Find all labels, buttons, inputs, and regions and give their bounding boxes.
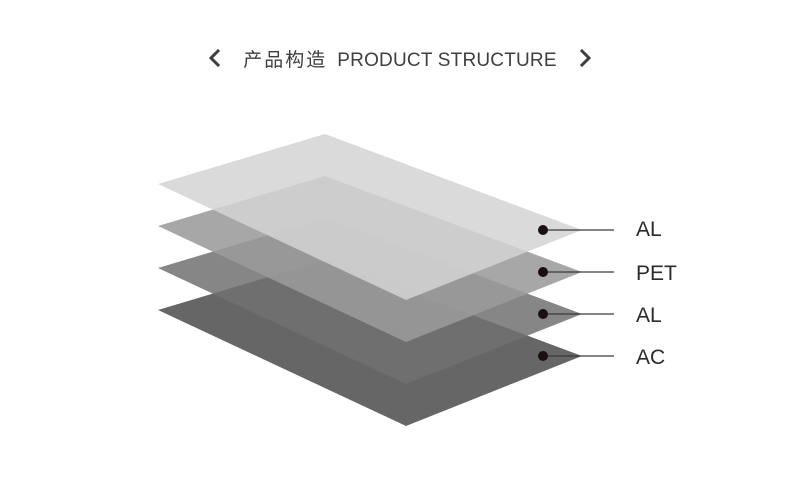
next-button[interactable] [571, 43, 601, 73]
leader-al-lower [538, 309, 614, 319]
leader-ac [538, 351, 614, 361]
marker-dot-icon [538, 309, 548, 319]
layer-label-ac: AC [636, 346, 665, 369]
layer-label-al-top: AL [636, 218, 662, 241]
layer-label-al-lower: AL [636, 304, 662, 327]
prev-button[interactable] [199, 43, 229, 73]
page-title-cn: 产品构造 [243, 48, 328, 71]
leader-al-top [538, 225, 614, 235]
marker-dot-icon [538, 351, 548, 361]
page-title-en: PRODUCT STRUCTURE [337, 49, 557, 71]
page-title: 产品构造 PRODUCT STRUCTURE [243, 45, 556, 72]
marker-dot-icon [538, 267, 548, 277]
layer-sheet-al-top [158, 134, 582, 300]
header: 产品构造 PRODUCT STRUCTURE [0, 42, 800, 74]
leader-pet [538, 267, 614, 277]
chevron-left-icon [209, 49, 221, 67]
chevron-right-icon [579, 49, 591, 67]
layer-label-pet: PET [636, 262, 677, 285]
marker-dot-icon [538, 225, 548, 235]
